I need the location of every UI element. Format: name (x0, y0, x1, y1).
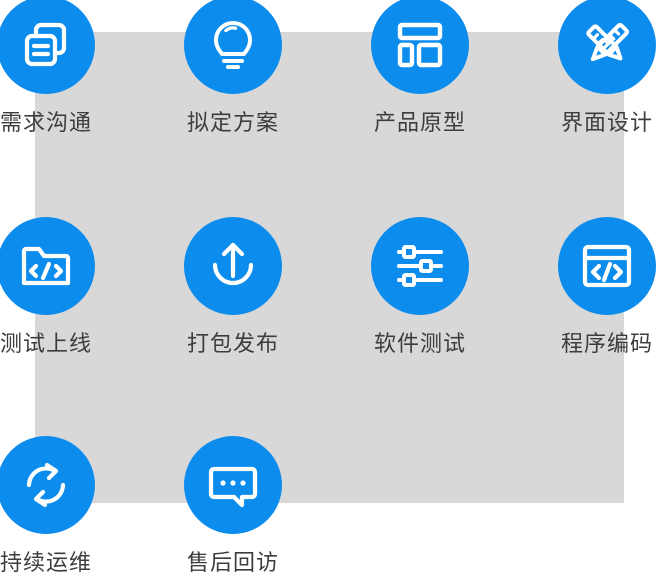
process-step-3-icon-badge[interactable] (371, 0, 469, 94)
process-step-1-label: 需求沟通 (0, 110, 92, 135)
documents-copy-icon (18, 17, 74, 73)
process-step-2-label: 拟定方案 (186, 110, 279, 135)
process-step-8[interactable]: 程序编码 (517, 217, 659, 359)
process-step-7[interactable]: 软件测试 (330, 217, 510, 359)
process-step-2[interactable]: 拟定方案 (143, 0, 323, 138)
process-step-3-label: 产品原型 (373, 110, 466, 135)
process-step-3[interactable]: 产品原型 (330, 0, 510, 138)
pen-ruler-icon (579, 17, 635, 73)
process-step-7-icon-badge[interactable] (371, 217, 469, 315)
process-step-6[interactable]: 打包发布 (143, 217, 323, 359)
code-window-icon (580, 239, 634, 293)
process-step-8-icon-badge[interactable] (558, 217, 656, 315)
process-step-10-label: 售后回访 (186, 550, 279, 575)
refresh-cycle-icon (20, 459, 72, 511)
process-step-1[interactable]: 需求沟通 (0, 0, 136, 138)
process-step-6-label: 打包发布 (186, 331, 279, 356)
backdrop-panel (35, 32, 624, 503)
sliders-settings-icon (395, 241, 445, 291)
upload-arrow-icon (206, 239, 260, 293)
process-step-5-icon-badge[interactable] (0, 217, 95, 315)
process-step-2-icon-badge[interactable] (184, 0, 282, 94)
process-step-5[interactable]: 测试上线 (0, 217, 136, 359)
process-step-4-label: 界面设计 (560, 110, 653, 135)
process-step-10[interactable]: 售后回访 (143, 436, 323, 578)
process-step-7-label: 软件测试 (373, 331, 466, 356)
process-step-4[interactable]: 界面设计 (517, 0, 659, 138)
process-step-10-icon-badge[interactable] (184, 436, 282, 534)
process-step-9-icon-badge[interactable] (0, 436, 95, 534)
process-step-4-icon-badge[interactable] (558, 0, 656, 94)
process-step-6-icon-badge[interactable] (184, 217, 282, 315)
process-step-1-icon-badge[interactable] (0, 0, 95, 94)
lightbulb-icon (205, 17, 261, 73)
chat-bubble-dots-icon (206, 458, 260, 512)
process-step-8-label: 程序编码 (560, 331, 653, 356)
process-step-9-label: 持续运维 (0, 550, 92, 575)
process-step-5-label: 测试上线 (0, 331, 92, 356)
process-step-9[interactable]: 持续运维 (0, 436, 136, 578)
layout-wireframe-icon (394, 19, 446, 71)
code-folder-icon (19, 239, 73, 293)
